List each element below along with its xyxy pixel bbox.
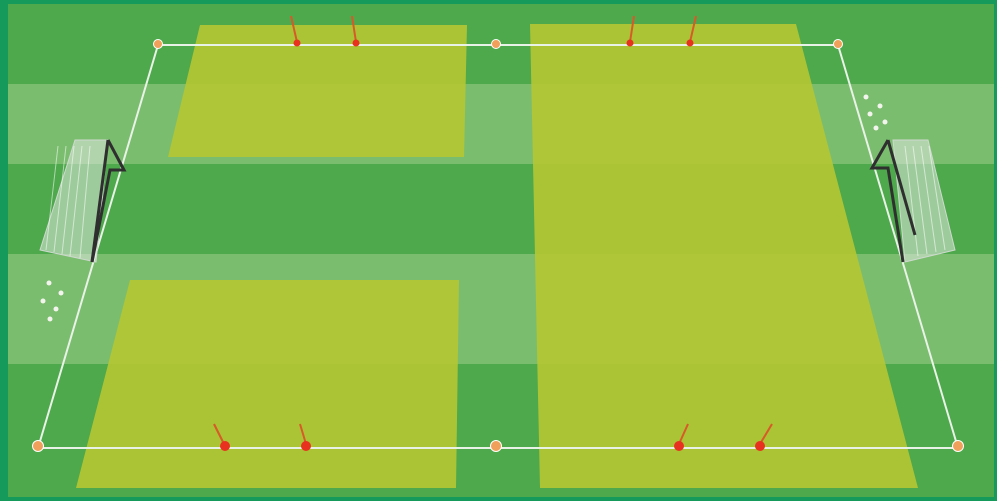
- cone-icon: [953, 441, 964, 452]
- ball-icon: [874, 126, 879, 131]
- pole-base: [687, 40, 694, 47]
- ball-icon: [54, 307, 59, 312]
- cone-icon: [834, 40, 843, 49]
- grass-stripe: [8, 84, 994, 164]
- cone-icon: [492, 40, 501, 49]
- ball-icon: [864, 95, 869, 100]
- pole-base: [294, 40, 301, 47]
- pole-base: [301, 441, 311, 451]
- ball-icon: [883, 120, 888, 125]
- ball-icon: [48, 317, 53, 322]
- ball-icon: [878, 104, 883, 109]
- zone-bottom-left: [76, 280, 459, 488]
- ball-icon: [868, 112, 873, 117]
- ball-icon: [59, 291, 64, 296]
- ball-icon: [47, 281, 52, 286]
- ball-icon: [41, 299, 46, 304]
- cone-icon: [33, 441, 44, 452]
- pole-base: [674, 441, 684, 451]
- cone-icon: [491, 441, 502, 452]
- pole-base: [755, 441, 765, 451]
- pole-base: [353, 40, 360, 47]
- cone-icon: [154, 40, 163, 49]
- pole-base: [220, 441, 230, 451]
- pole-base: [627, 40, 634, 47]
